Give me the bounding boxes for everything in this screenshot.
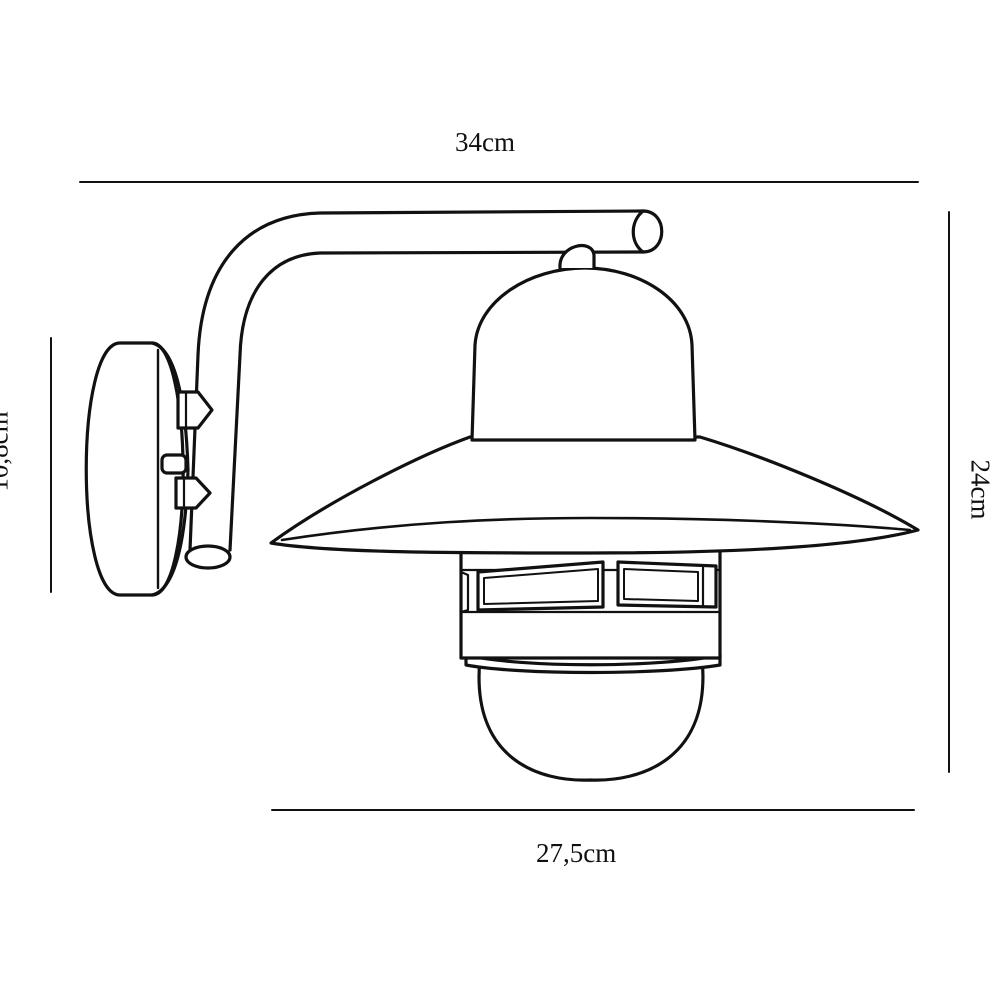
backplate-rim — [150, 341, 190, 597]
overall-height-label: 24cm — [965, 459, 996, 520]
finial — [558, 244, 596, 270]
dome — [470, 266, 697, 442]
overall-width-label: 34cm — [455, 127, 515, 157]
lamp-head — [269, 244, 920, 782]
cage-notch — [459, 570, 470, 614]
shade-width-label: 27,5cm — [536, 838, 617, 868]
backplate-height-label: 10,8cm — [0, 411, 14, 492]
mount-clip — [160, 453, 188, 475]
lower-ring — [464, 653, 722, 675]
wall-arm — [184, 209, 664, 570]
wall-backplate — [84, 341, 214, 597]
arm-foot — [184, 544, 232, 570]
mount-screw-top — [176, 390, 214, 430]
cage-window-left-inner — [483, 568, 599, 605]
shade — [269, 435, 920, 555]
arm-outer — [188, 209, 664, 552]
arm-tip — [631, 209, 645, 254]
cage-window-right-inner — [623, 568, 699, 602]
shade-rim — [280, 516, 912, 542]
cage-window-right — [616, 560, 718, 609]
cage-window-left — [476, 560, 605, 612]
mount-screw-bottom — [174, 476, 212, 510]
glass-globe — [477, 656, 705, 782]
dimension-lines — [50, 181, 950, 811]
